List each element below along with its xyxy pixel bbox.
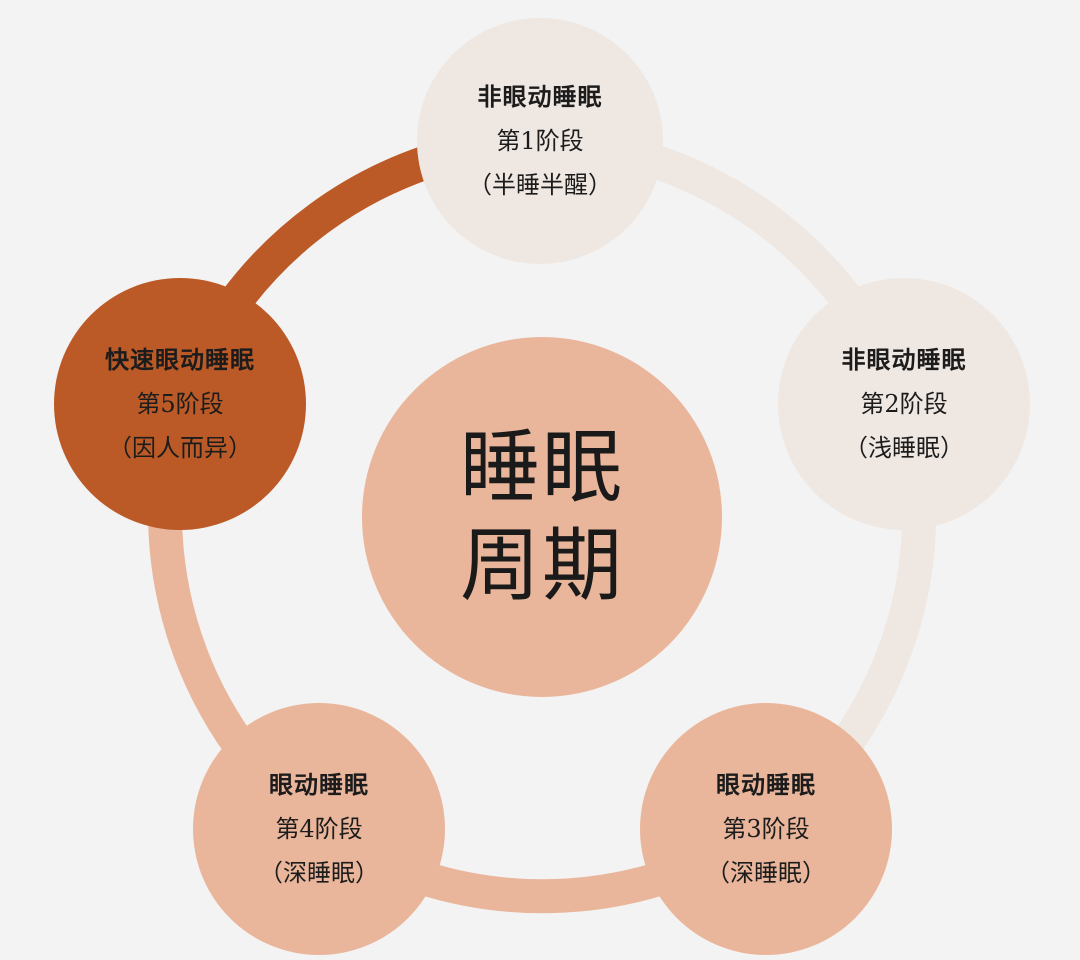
stage-2-circle: 非眼动睡眠 第2阶段 （浅睡眠） bbox=[778, 278, 1030, 530]
stage-4-description: （深睡眠） bbox=[259, 859, 379, 887]
stage-2-description: （浅睡眠） bbox=[844, 434, 964, 462]
stage-4-label: 第4阶段 bbox=[275, 815, 363, 843]
center-circle: 睡眠周期 bbox=[362, 337, 722, 697]
stage-1-label: 第1阶段 bbox=[496, 127, 584, 155]
center-title: 睡眠周期 bbox=[460, 421, 624, 612]
stage-4-title: 眼动睡眠 bbox=[269, 771, 369, 799]
stage-2-title: 非眼动睡眠 bbox=[841, 346, 967, 374]
stage-5-circle: 快速眼动睡眠 第5阶段 （因人而异） bbox=[54, 278, 306, 530]
stage-3-title: 眼动睡眠 bbox=[716, 771, 816, 799]
stage-5-description: （因人而异） bbox=[108, 434, 252, 462]
stage-2-label: 第2阶段 bbox=[860, 390, 948, 418]
stage-3-circle: 眼动睡眠 第3阶段 （深睡眠） bbox=[640, 703, 892, 955]
stage-5-label: 第5阶段 bbox=[136, 390, 224, 418]
stage-1-title: 非眼动睡眠 bbox=[477, 83, 603, 111]
stage-1-description: （半睡半醒） bbox=[468, 171, 612, 199]
stage-5-title: 快速眼动睡眠 bbox=[105, 346, 255, 374]
stage-4-circle: 眼动睡眠 第4阶段 （深睡眠） bbox=[193, 703, 445, 955]
stage-3-description: （深睡眠） bbox=[706, 859, 826, 887]
stage-1-circle: 非眼动睡眠 第1阶段 （半睡半醒） bbox=[417, 18, 663, 264]
stage-3-label: 第3阶段 bbox=[722, 815, 810, 843]
